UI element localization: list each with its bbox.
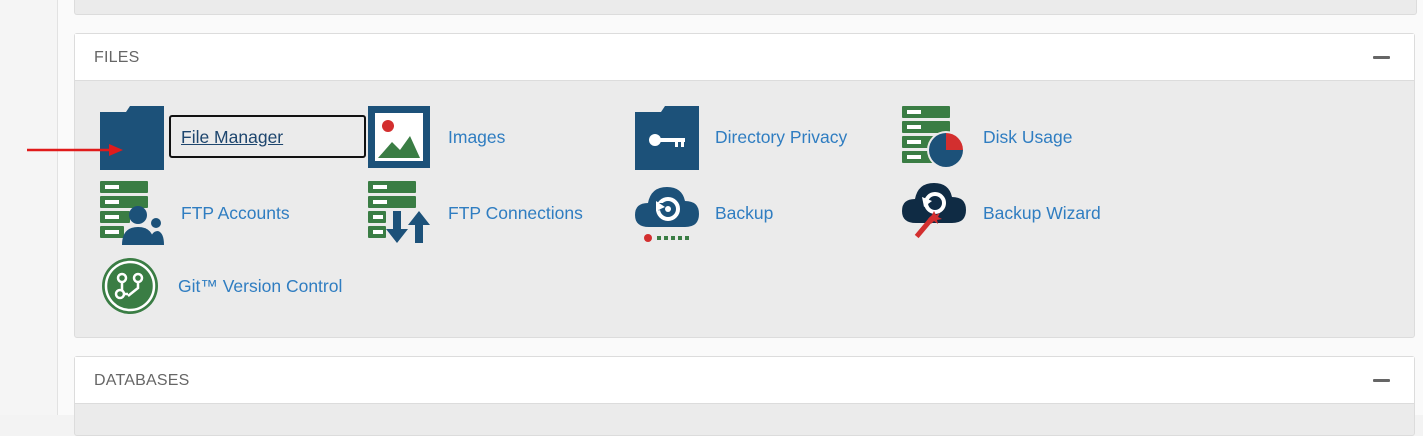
backup-link[interactable]: Backup bbox=[635, 181, 795, 245]
ftp-connections-link[interactable]: FTP Connections bbox=[368, 181, 598, 245]
images-label: Images bbox=[448, 127, 506, 147]
file-manager-label: File Manager bbox=[181, 127, 284, 147]
focus-outline bbox=[169, 115, 366, 158]
ftp-accounts-icon bbox=[100, 181, 164, 245]
images-link[interactable]: Images bbox=[368, 106, 528, 170]
backup-label: Backup bbox=[715, 203, 774, 223]
left-sidebar-gutter bbox=[0, 0, 58, 415]
annotation-arrow-icon bbox=[27, 144, 123, 156]
previous-panel-bottom bbox=[74, 0, 1417, 15]
files-panel-header[interactable]: FILES bbox=[75, 34, 1414, 81]
directory-privacy-label: Directory Privacy bbox=[715, 127, 848, 147]
backup-icon bbox=[635, 187, 699, 242]
git-version-control-icon bbox=[102, 258, 158, 314]
ftp-connections-icon bbox=[368, 181, 430, 243]
images-icon bbox=[368, 106, 430, 168]
git-version-control-label: Git™ Version Control bbox=[178, 276, 343, 296]
file-manager-icon bbox=[100, 106, 164, 170]
files-panel: FILES bbox=[74, 33, 1415, 338]
directory-privacy-link[interactable]: Directory Privacy bbox=[635, 106, 865, 170]
collapse-icon[interactable] bbox=[1373, 56, 1390, 59]
backup-wizard-label: Backup Wizard bbox=[983, 203, 1101, 223]
files-panel-title: FILES bbox=[94, 49, 140, 66]
databases-panel: DATABASES bbox=[74, 356, 1415, 436]
ftp-connections-label: FTP Connections bbox=[448, 203, 583, 223]
file-manager-link[interactable]: File Manager bbox=[100, 106, 290, 170]
backup-wizard-link[interactable]: Backup Wizard bbox=[902, 181, 1112, 245]
databases-panel-title: DATABASES bbox=[94, 372, 190, 389]
disk-usage-icon bbox=[902, 106, 965, 169]
directory-privacy-icon bbox=[635, 106, 699, 170]
ftp-accounts-link[interactable]: FTP Accounts bbox=[100, 181, 300, 245]
databases-panel-header[interactable]: DATABASES bbox=[75, 357, 1414, 404]
backup-wizard-icon bbox=[902, 183, 966, 239]
disk-usage-link[interactable]: Disk Usage bbox=[902, 106, 1092, 170]
collapse-icon[interactable] bbox=[1373, 379, 1390, 382]
git-version-control-link[interactable]: Git™ Version Control bbox=[100, 256, 360, 320]
disk-usage-label: Disk Usage bbox=[983, 127, 1073, 147]
ftp-accounts-label: FTP Accounts bbox=[181, 203, 290, 223]
